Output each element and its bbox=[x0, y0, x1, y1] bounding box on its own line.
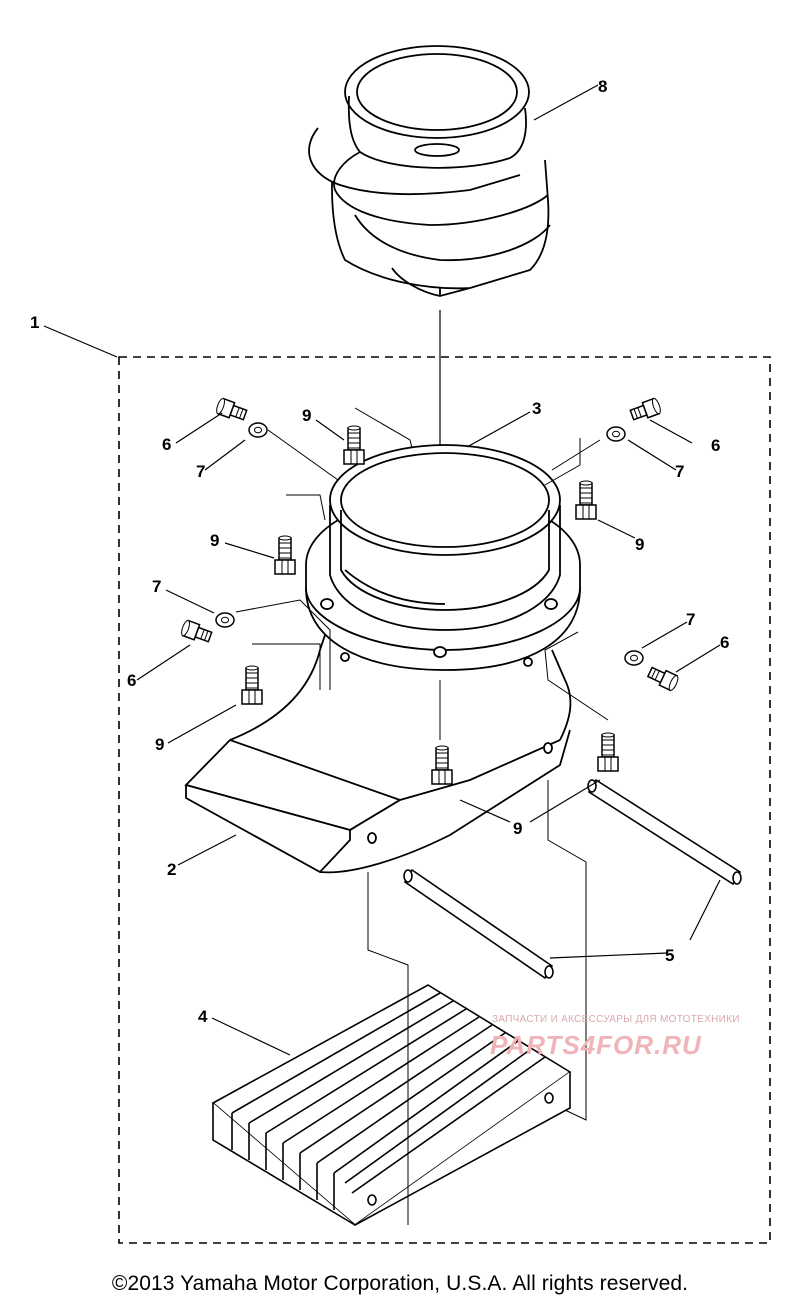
callout-2: 2 bbox=[167, 860, 176, 879]
callout-7c: 7 bbox=[152, 577, 161, 596]
callout-9a: 9 bbox=[302, 406, 311, 425]
copyright-notice: ©2013 Yamaha Motor Corporation, U.S.A. A… bbox=[111, 1272, 689, 1295]
callout-3: 3 bbox=[532, 399, 541, 418]
callout-7d: 7 bbox=[686, 610, 695, 629]
guide-lines bbox=[235, 407, 609, 1225]
callout-6a: 6 bbox=[162, 435, 171, 454]
boot-part-8 bbox=[308, 45, 551, 297]
pins-part-5 bbox=[403, 778, 742, 980]
callout-4: 4 bbox=[198, 1007, 208, 1026]
assembly-boundary bbox=[118, 356, 771, 1244]
callout-8: 8 bbox=[598, 77, 607, 96]
watermark-logo: PARTS4FOR.RU bbox=[490, 1030, 702, 1060]
leader-lines bbox=[43, 84, 721, 1056]
callout-5: 5 bbox=[665, 946, 674, 965]
callout-6c: 6 bbox=[127, 671, 136, 690]
callout-9d: 9 bbox=[155, 735, 164, 754]
watermark-tagline: ЗАПЧАСТИ И АКСЕССУАРЫ ДЛЯ МОТОТЕХНИКИ bbox=[492, 1014, 740, 1025]
callout-9b: 9 bbox=[210, 531, 219, 550]
intake-housing-part-2 bbox=[184, 444, 581, 874]
callout-9e: 9 bbox=[513, 819, 522, 838]
callout-labels: 1 2 3 4 5 6 6 6 6 7 7 7 7 8 9 9 9 9 9 bbox=[30, 77, 729, 1026]
callout-1: 1 bbox=[30, 313, 39, 332]
callout-7b: 7 bbox=[675, 462, 684, 481]
grate-part-4 bbox=[211, 984, 572, 1227]
callout-6d: 6 bbox=[720, 633, 729, 652]
callout-7a: 7 bbox=[196, 462, 205, 481]
callout-6b: 6 bbox=[711, 436, 720, 455]
callout-9c: 9 bbox=[635, 535, 644, 554]
exploded-parts-diagram: 1 2 3 4 5 6 6 6 6 7 7 7 7 8 9 9 9 9 9 bbox=[30, 45, 771, 1244]
